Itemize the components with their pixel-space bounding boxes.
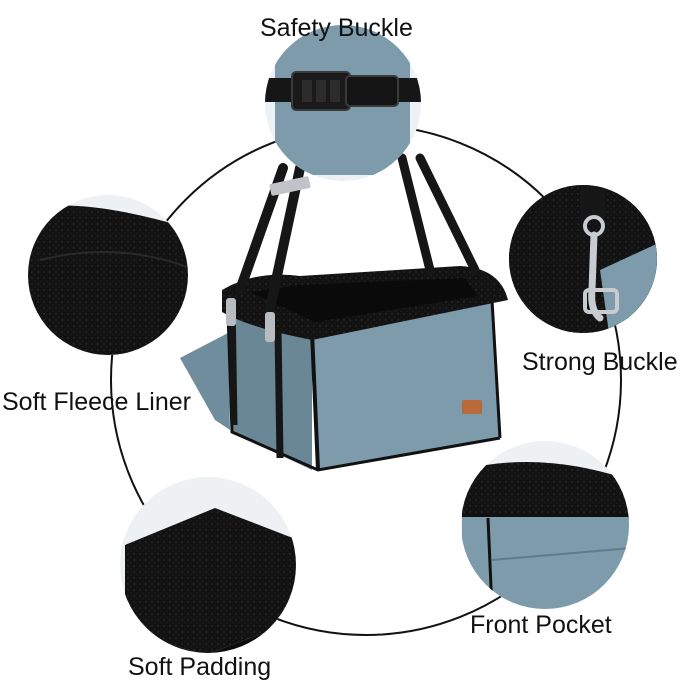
label-strong-buckle: Strong Buckle [522,348,678,376]
strap-clip-icon [265,312,275,342]
label-front-pocket: Front Pocket [470,611,612,639]
brand-tag [462,400,482,414]
label-safety-buckle: Safety Buckle [260,14,413,42]
label-soft-padding: Soft Padding [128,653,272,681]
safety-buckle-detail [265,25,421,181]
car-seat-illustration [180,153,508,472]
shoulder-strap-right [263,163,305,323]
rear-strap-right [415,153,480,275]
fleece-liner-detail [28,195,188,355]
label-soft-fleece-liner: Soft Fleece Liner [2,388,191,416]
seat-front-panel [312,300,500,470]
strong-buckle-detail [509,185,657,333]
strap-adjuster-icon [269,176,311,196]
rear-strap-left [397,153,435,275]
soft-padding-detail [120,477,296,653]
strap-clip-icon [226,298,236,326]
front-pocket-detail [461,441,629,609]
seat-back-flap [180,333,230,430]
seat-side-panel [228,312,312,470]
